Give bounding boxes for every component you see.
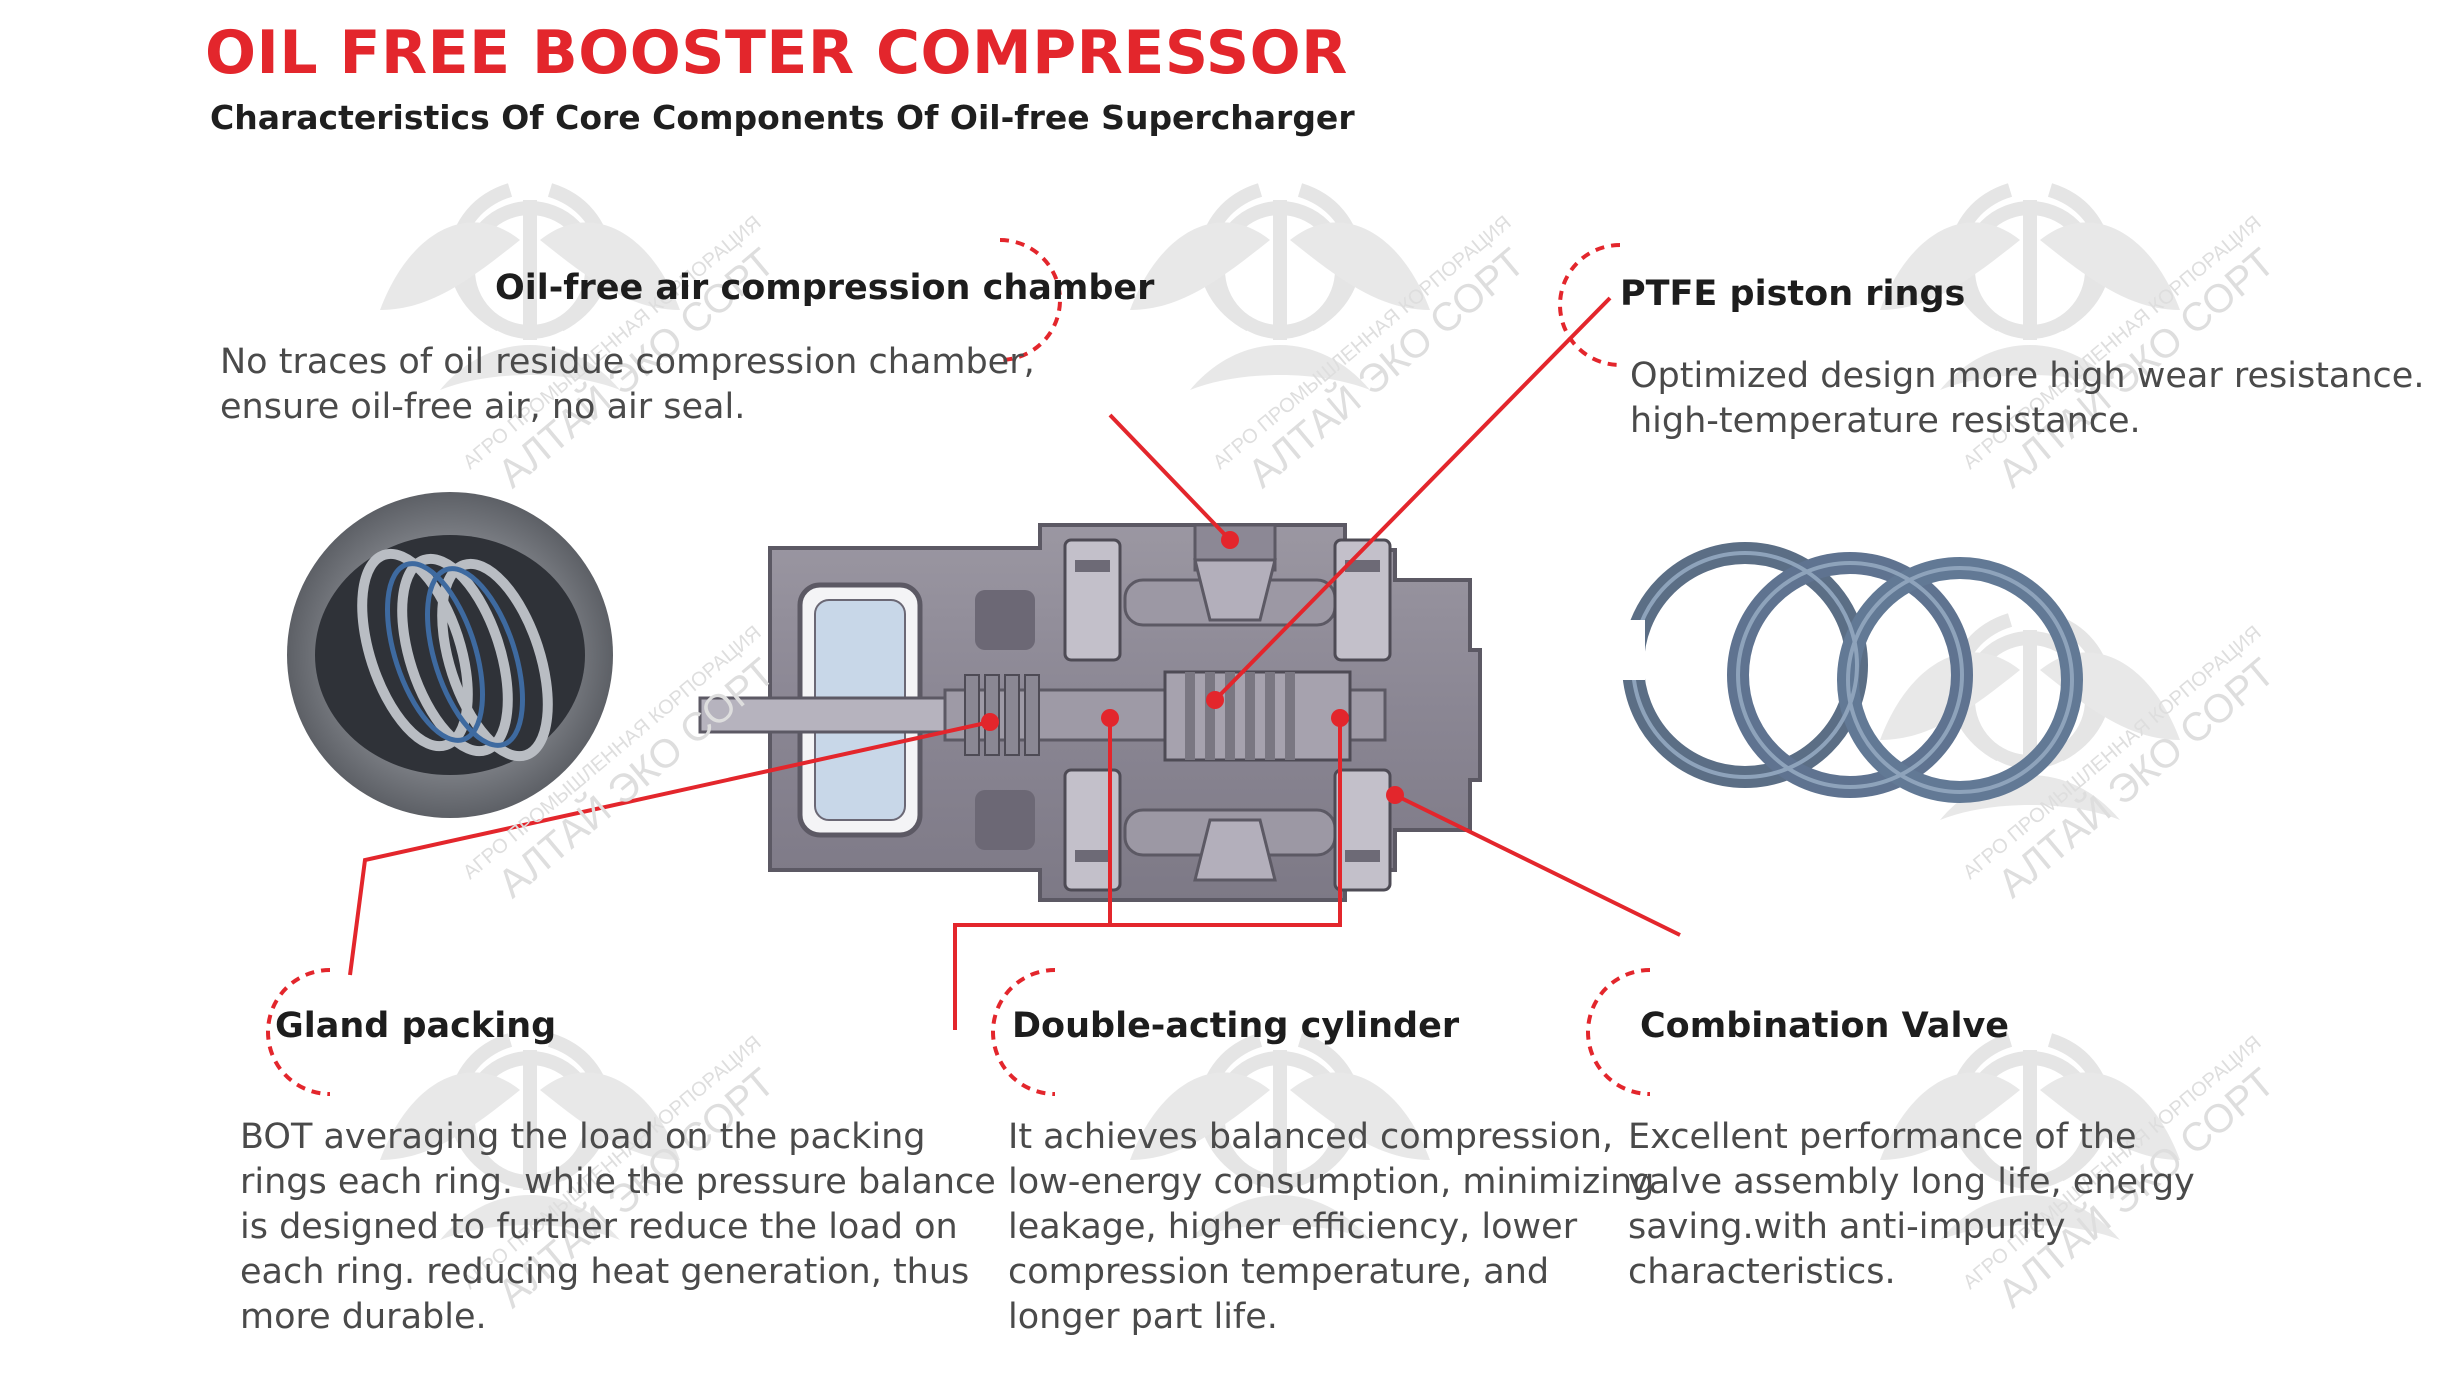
decorative-dashed-arcs — [266, 238, 1651, 1096]
page-title: OIL FREE BOOSTER COMPRESSOR — [205, 18, 1348, 88]
page-subtitle: Characteristics Of Core Components Of Oi… — [210, 98, 1355, 137]
feature-desc-chamber: No traces of oil residue compression cha… — [220, 342, 1035, 427]
feature-title-gland: Gland packing — [275, 1006, 557, 1046]
ptfe-rings-photo — [1615, 542, 2083, 803]
leader-lines — [348, 296, 1681, 1030]
feature-desc-cylinder: It achieves balanced compression, low-en… — [1008, 1117, 1655, 1337]
feature-desc-valve: Excellent performance of the valve assem… — [1628, 1117, 2195, 1292]
feature-title-cylinder: Double-acting cylinder — [1012, 1006, 1460, 1046]
feature-title-chamber: Oil-free air compression chamber — [495, 268, 1155, 308]
feature-desc-gland: BOT averaging the load on the packing ri… — [240, 1117, 996, 1337]
gland-packing-photo — [287, 492, 613, 818]
feature-desc-rings: Optimized design more high wear resistan… — [1630, 356, 2425, 441]
leader-dots — [981, 531, 1404, 804]
compressor-cross-section — [698, 523, 1482, 902]
feature-title-valve: Combination Valve — [1640, 1006, 2010, 1046]
feature-title-rings: PTFE piston rings — [1620, 274, 1966, 314]
